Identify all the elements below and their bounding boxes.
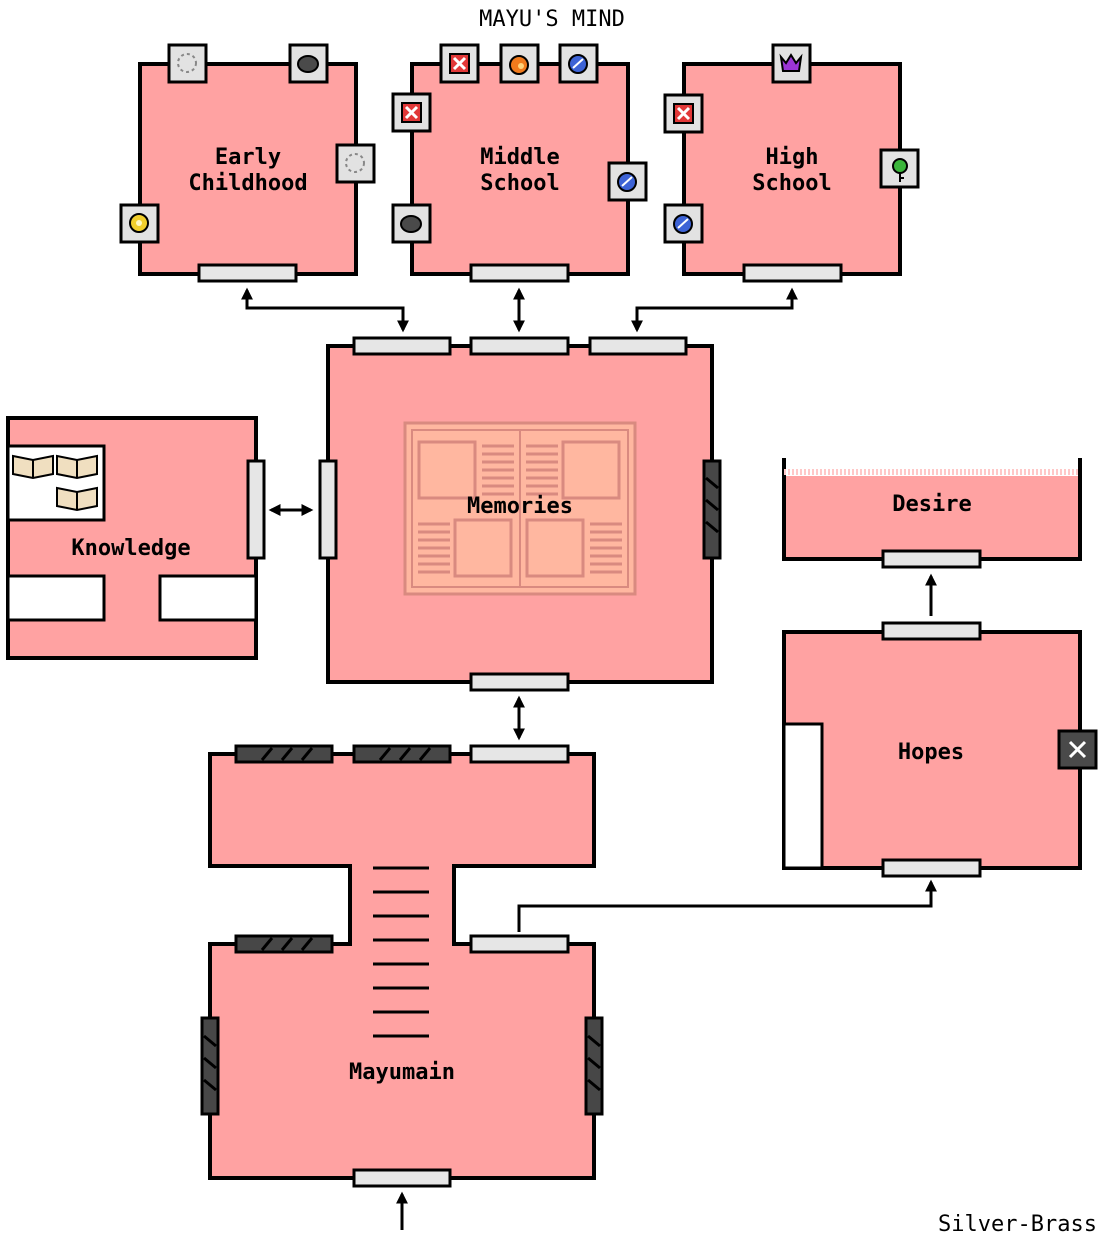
red-x-icon[interactable]: [439, 43, 480, 84]
empty-slot-icon[interactable]: [167, 43, 208, 84]
door-locked[interactable]: [234, 934, 334, 954]
door-open[interactable]: [881, 858, 982, 878]
door-open[interactable]: [588, 336, 688, 356]
room-label-line2: School: [480, 171, 559, 196]
table: [6, 574, 106, 622]
door-open[interactable]: [197, 263, 298, 283]
room-hopes[interactable]: Hopes: [782, 621, 1098, 878]
credit-text: Silver-Brass: [938, 1212, 1097, 1237]
book-icon[interactable]: [56, 454, 98, 480]
door-locked[interactable]: [234, 744, 334, 764]
room-label-line1: Early: [215, 145, 281, 170]
room-memories[interactable]: Memories: [318, 336, 722, 692]
staircase[interactable]: [373, 866, 429, 1038]
room-middle-school[interactable]: Middle School: [391, 43, 648, 283]
door-open[interactable]: [881, 621, 982, 641]
link-early-childhood-memories: [241, 287, 409, 333]
link-high-school-memories: [631, 287, 798, 333]
room-label: Knowledge: [71, 536, 190, 561]
blue-orb-icon[interactable]: [558, 43, 599, 84]
purple-crown-icon[interactable]: [771, 43, 812, 84]
room-label-line2: School: [752, 171, 831, 196]
red-x-icon[interactable]: [663, 93, 704, 134]
room-early-childhood[interactable]: Early Childhood: [119, 43, 376, 283]
door-open[interactable]: [469, 934, 570, 954]
room-desire-fill: [784, 476, 1080, 559]
door-open[interactable]: [469, 263, 570, 283]
room-label: Memories: [467, 494, 573, 519]
green-key-icon[interactable]: [879, 148, 920, 189]
link-mayumain-hopes: [517, 879, 937, 932]
door-open[interactable]: [742, 263, 843, 283]
door-locked[interactable]: [200, 1016, 220, 1116]
book-icon[interactable]: [12, 454, 54, 480]
door-open[interactable]: [246, 459, 266, 560]
room-label-line2: Childhood: [188, 171, 307, 196]
door-open[interactable]: [352, 336, 452, 356]
door-locked[interactable]: [352, 744, 452, 764]
table: [158, 574, 258, 622]
door-open[interactable]: [469, 336, 570, 356]
room-label-line1: Middle: [480, 145, 559, 170]
room-label: Hopes: [898, 740, 964, 765]
blue-orb-icon[interactable]: [663, 203, 704, 244]
memories-rug: [403, 421, 637, 596]
room-high-school[interactable]: High School: [663, 43, 920, 283]
room-mayumain-floor: [208, 752, 596, 1180]
door-open[interactable]: [881, 549, 982, 569]
room-label: Desire: [892, 492, 971, 517]
door-locked[interactable]: [584, 1016, 604, 1116]
fire-orb-icon[interactable]: [499, 43, 540, 84]
door-locked[interactable]: [702, 459, 722, 560]
door-open[interactable]: [469, 744, 570, 764]
dark-orb-icon[interactable]: [391, 203, 432, 244]
gold-gear-icon[interactable]: [119, 203, 160, 244]
door-open[interactable]: [318, 459, 338, 560]
close-icon[interactable]: [1057, 729, 1098, 770]
door-open[interactable]: [352, 1168, 452, 1188]
room-desire[interactable]: Desire: [782, 458, 1082, 569]
map-title: MAYU'S MIND: [479, 7, 625, 32]
bed: [782, 722, 824, 870]
door-open[interactable]: [469, 672, 570, 692]
empty-slot-icon[interactable]: [335, 143, 376, 184]
book-icon[interactable]: [56, 486, 98, 512]
connections: [241, 287, 937, 1230]
room-knowledge[interactable]: Knowledge: [6, 416, 266, 660]
dark-orb-icon[interactable]: [288, 43, 329, 84]
red-x-icon[interactable]: [391, 92, 432, 133]
room-label-line1: High: [766, 145, 819, 170]
room-label: Mayumain: [349, 1060, 455, 1085]
room-mayumain[interactable]: Mayumain: [200, 744, 604, 1188]
blue-orb-icon[interactable]: [607, 161, 648, 202]
